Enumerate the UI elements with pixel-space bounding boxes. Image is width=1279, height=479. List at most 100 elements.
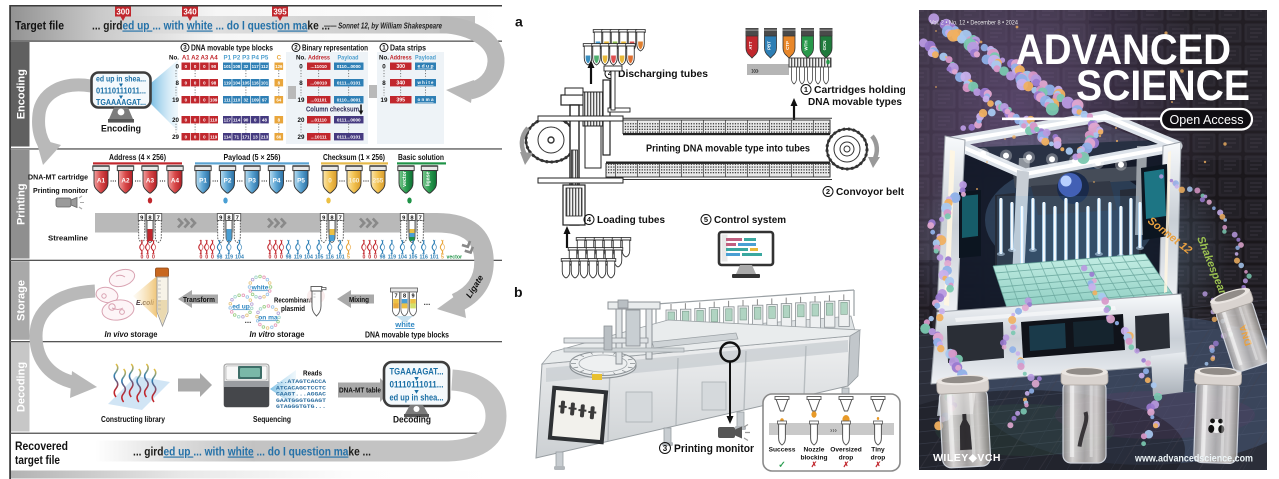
svg-text:A4: A4 — [210, 55, 218, 62]
svg-text:8: 8 — [410, 215, 414, 221]
svg-text:101: 101 — [261, 80, 269, 85]
svg-text:98: 98 — [217, 255, 223, 261]
svg-text:0: 0 — [205, 255, 208, 261]
svg-text:0: 0 — [185, 134, 188, 139]
svg-text:126: 126 — [275, 64, 283, 69]
svg-text:1: 1 — [382, 45, 386, 52]
svg-text:116: 116 — [252, 80, 260, 85]
svg-text:blocking: blocking — [800, 455, 827, 462]
svg-text:0: 0 — [254, 117, 257, 122]
svg-text:ed up in shea...: ed up in shea... — [96, 75, 146, 84]
svg-text:104: 104 — [304, 255, 313, 261]
svg-text:20: 20 — [298, 117, 305, 124]
svg-text:›››: ››› — [830, 428, 838, 435]
svg-text:8: 8 — [278, 80, 281, 85]
svg-text:o n m a: o n m a — [418, 97, 434, 102]
svg-text:vector: vector — [447, 255, 463, 261]
svg-text:P3: P3 — [248, 178, 256, 185]
svg-text:71: 71 — [234, 134, 239, 139]
svg-text:ed up in shea...: ed up in shea... — [390, 393, 444, 403]
svg-text:Column checksum: Column checksum — [306, 105, 359, 114]
svg-text:0: 0 — [176, 63, 180, 70]
svg-text:114: 114 — [224, 134, 232, 139]
svg-text:0110...0001: 0110...0001 — [337, 97, 361, 102]
svg-text:20: 20 — [172, 117, 179, 124]
svg-text:116: 116 — [326, 255, 334, 261]
svg-text:TGAAAAGAT...: TGAAAAGAT... — [390, 367, 444, 377]
svg-text:Address (4 × 256): Address (4 × 256) — [109, 152, 166, 162]
svg-text:Checksum (1 × 256): Checksum (1 × 256) — [323, 152, 385, 162]
svg-text:⋯: ⋯ — [363, 178, 370, 185]
svg-text:110: 110 — [210, 117, 218, 122]
svg-text:Control system: Control system — [714, 214, 786, 226]
svg-text:3: 3 — [663, 444, 668, 453]
svg-text:✗: ✗ — [811, 460, 817, 469]
svg-text:19: 19 — [298, 97, 305, 104]
svg-text:...01110: ...01110 — [311, 117, 328, 122]
svg-text:105: 105 — [315, 255, 324, 261]
svg-text:119: 119 — [210, 134, 218, 139]
svg-text:Printing: Printing — [16, 183, 28, 225]
svg-text:Reads: Reads — [303, 369, 322, 378]
svg-text:P1: P1 — [224, 55, 232, 62]
svg-text:No.: No. — [379, 55, 389, 62]
svg-text:Cartridges holding: Cartridges holding — [814, 84, 906, 96]
svg-text:Encoding: Encoding — [101, 124, 141, 135]
svg-text:...ATAGTCACCA: ...ATAGTCACCA — [276, 379, 327, 385]
svg-text:8: 8 — [227, 215, 231, 221]
svg-text:In vitro storage: In vitro storage — [250, 329, 305, 339]
svg-text:13: 13 — [253, 134, 258, 139]
svg-text:✗: ✗ — [875, 460, 881, 469]
svg-text:ATCACAGCTCCTC: ATCACAGCTCCTC — [276, 385, 327, 391]
svg-text:P4: P4 — [273, 178, 281, 185]
svg-text:...: ... — [424, 298, 431, 307]
svg-text:7: 7 — [236, 215, 239, 221]
svg-text:⋯: ⋯ — [212, 178, 219, 185]
svg-text:✓: ✓ — [778, 460, 786, 470]
svg-text:101: 101 — [224, 64, 232, 69]
svg-text:DNA-MT table: DNA-MT table — [339, 388, 381, 395]
svg-text:7: 7 — [419, 215, 422, 221]
svg-text:A2: A2 — [121, 178, 130, 185]
svg-text:0: 0 — [185, 117, 188, 122]
svg-text:e d u p: e d u p — [418, 64, 434, 69]
svg-text:P2: P2 — [233, 55, 241, 62]
svg-text:0: 0 — [203, 97, 206, 102]
svg-text:98: 98 — [286, 255, 292, 261]
svg-text:Sequencing: Sequencing — [253, 414, 291, 424]
svg-text:01110111011...: 01110111011... — [390, 380, 444, 390]
svg-text:0: 0 — [194, 117, 197, 122]
svg-text:Encoding: Encoding — [16, 69, 28, 119]
svg-text:90: 90 — [211, 64, 216, 69]
svg-text:255: 255 — [373, 178, 384, 185]
svg-text:0: 0 — [211, 255, 214, 261]
svg-text:plasmid: plasmid — [281, 304, 305, 313]
svg-text:0111...0101: 0111...0101 — [337, 134, 361, 139]
svg-text:105: 105 — [409, 255, 418, 261]
svg-text:19: 19 — [381, 97, 388, 104]
svg-text:Printing monitor: Printing monitor — [33, 186, 88, 195]
svg-text:b: b — [514, 284, 523, 300]
svg-text:Decoding: Decoding — [393, 415, 431, 426]
svg-text:98: 98 — [211, 80, 216, 85]
svg-text:A2: A2 — [191, 55, 199, 62]
svg-text:340: 340 — [396, 80, 405, 86]
svg-text:97: 97 — [262, 97, 267, 102]
svg-text:drop: drop — [839, 455, 854, 462]
svg-text:0110...0000: 0110...0000 — [337, 64, 361, 69]
svg-text:8: 8 — [148, 215, 152, 221]
svg-text:300: 300 — [116, 8, 130, 17]
svg-text:A3: A3 — [200, 55, 208, 62]
svg-text:ligase: ligase — [426, 172, 432, 187]
svg-text:Oversized: Oversized — [830, 447, 862, 454]
svg-text:7: 7 — [394, 294, 397, 300]
svg-text:Recombinant: Recombinant — [274, 296, 312, 305]
svg-text:48: 48 — [262, 117, 267, 122]
svg-text:⋯: ⋯ — [135, 178, 142, 185]
svg-text:⋯: ⋯ — [159, 178, 166, 185]
svg-text:No.: No. — [169, 55, 179, 62]
svg-text:... girded up ... with white .: ... girded up ... with white ... do I qu… — [92, 21, 330, 33]
svg-text:0: 0 — [374, 255, 377, 261]
svg-text:Vol. 2 • No. 12 • December 8 •: Vol. 2 • No. 12 • December 8 • 2024 — [930, 20, 1018, 27]
svg-text:w h i t e: w h i t e — [417, 80, 434, 85]
